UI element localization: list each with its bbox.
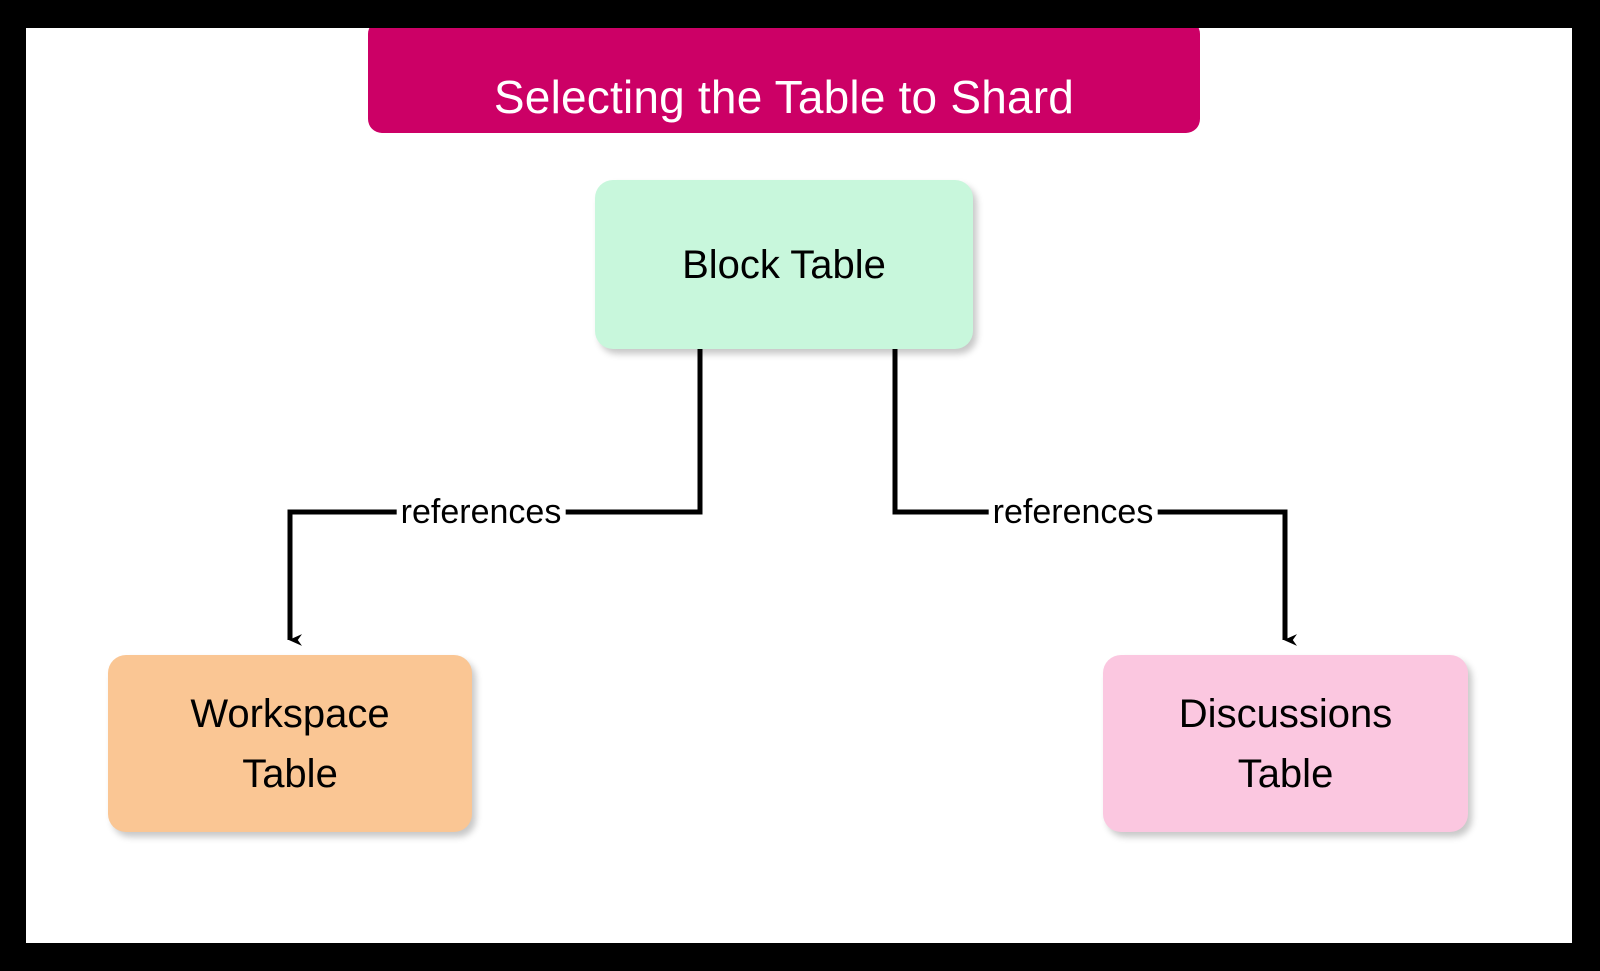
node-discussions-table-label: Discussions Table xyxy=(1178,691,1393,796)
title-banner: Selecting the Table to Shard xyxy=(368,28,1200,133)
edge-label-references-workspace: references xyxy=(396,495,566,529)
node-discussions-table[interactable]: Discussions Table xyxy=(1103,655,1468,832)
node-block-table[interactable]: Block Table xyxy=(595,180,973,349)
page-title: Selecting the Table to Shard xyxy=(493,70,1075,123)
node-block-table-label: Block Table xyxy=(682,242,886,287)
edge-label-references-discussions: references xyxy=(988,495,1158,529)
node-workspace-table-label: Workspace Table xyxy=(190,691,390,796)
diagram-canvas: Selecting the Table to Shard references … xyxy=(26,28,1572,943)
node-workspace-table[interactable]: Workspace Table xyxy=(108,655,472,832)
